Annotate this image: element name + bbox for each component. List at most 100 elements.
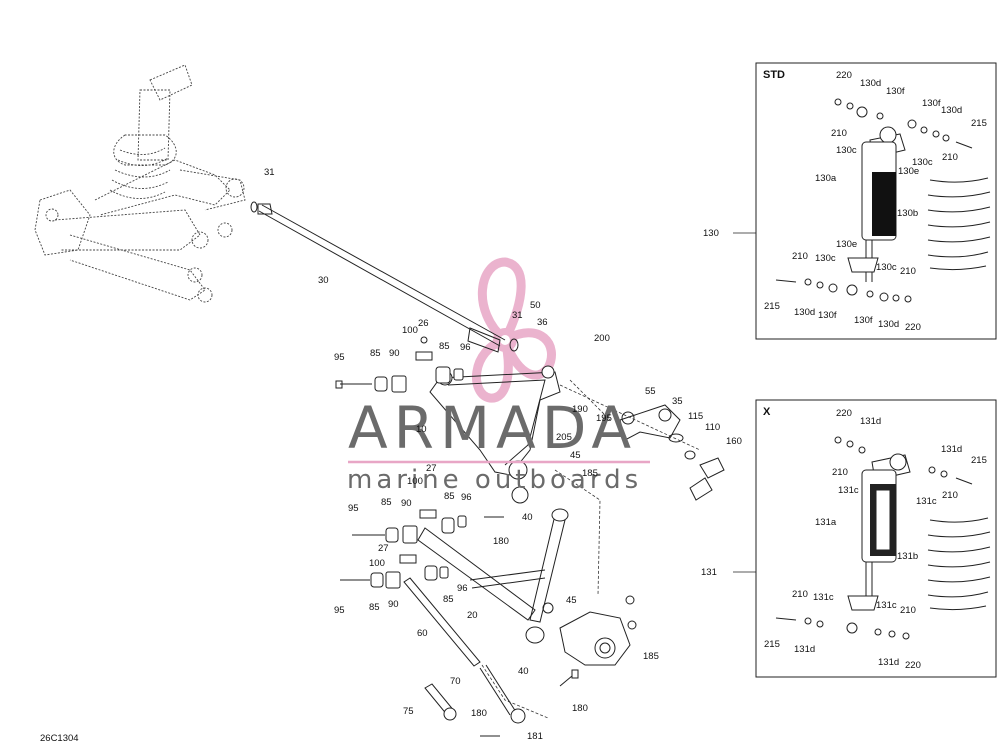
part-label: 75 (403, 706, 414, 717)
part-label: 130d (794, 307, 815, 318)
part-label: 180 (493, 536, 509, 547)
part-label: 130c (815, 253, 836, 264)
part-label: 130d (878, 319, 899, 330)
part-label: 130a (815, 173, 837, 184)
part-label: 131c (876, 600, 897, 611)
part-label: 85 (444, 491, 455, 502)
part-label: 130f (922, 98, 941, 109)
suspension-assembly-overview (34, 64, 246, 303)
part-label: 130e (836, 239, 857, 250)
part-label: 31 (512, 310, 523, 321)
part-label: 27 (426, 463, 437, 474)
part-label: 95 (334, 605, 345, 616)
part-label: 210 (900, 605, 916, 616)
part-label: 131c (916, 496, 937, 507)
part-label: 55 (645, 386, 656, 397)
part-label: 130c (876, 262, 897, 273)
part-label: 185 (643, 651, 659, 662)
part-label: 130c (912, 157, 933, 168)
part-label: 210 (942, 152, 958, 163)
part-label: 130f (818, 310, 837, 321)
stabilizer-link (424, 516, 579, 737)
part-label: 131d (860, 416, 881, 427)
knuckle-and-tierod (619, 404, 725, 501)
part-label: 35 (672, 396, 683, 407)
part-label: 96 (461, 492, 472, 503)
watermark-text: ARMADA marine outboards (347, 394, 650, 495)
part-label: 85 (381, 497, 392, 508)
part-label: 45 (570, 450, 581, 461)
part-label: 45 (566, 595, 577, 606)
part-label: 195 (596, 413, 612, 424)
x-box-title: X (763, 406, 771, 418)
part-label: 90 (389, 348, 400, 359)
part-label: 215 (971, 118, 987, 129)
part-label: 70 (450, 676, 461, 687)
part-label: 131c (838, 485, 859, 496)
part-label: 210 (831, 128, 847, 139)
x-box-ref: 131 (701, 567, 717, 578)
std-box-ref: 130 (703, 228, 719, 239)
std-shock-detail-box (733, 62, 997, 340)
drive-shaft-30 (250, 201, 519, 353)
part-label: 100 (407, 476, 423, 487)
part-label: 131d (941, 444, 962, 455)
part-label: 130b (897, 208, 918, 219)
part-label: 215 (764, 639, 780, 650)
part-label: 200 (594, 333, 610, 344)
part-label: 210 (792, 589, 808, 600)
part-label: 215 (764, 301, 780, 312)
part-label: 60 (417, 628, 428, 639)
part-label: 131c (813, 592, 834, 603)
part-label: 27 (378, 543, 389, 554)
part-label: 115 (688, 411, 703, 422)
part-label: 131d (794, 644, 815, 655)
part-label: 26 (418, 318, 429, 329)
part-label: 130c (836, 145, 857, 156)
part-label: 20 (467, 610, 478, 621)
x-shock-detail-box (733, 399, 997, 678)
part-label: 100 (402, 325, 418, 336)
lower-arms-20-60 (403, 486, 569, 667)
part-label: 10 (416, 424, 427, 435)
part-label: 95 (348, 503, 359, 514)
part-label: 210 (942, 490, 958, 501)
part-label: 50 (530, 300, 541, 311)
std-box-title: STD (763, 69, 785, 81)
part-label: 85 (443, 594, 454, 605)
part-label: 220 (905, 660, 921, 671)
part-label: 85 (369, 602, 380, 613)
part-label: 180 (572, 703, 588, 714)
part-label: 180 (471, 708, 487, 719)
watermark-propeller-logo (472, 257, 556, 403)
part-label: 210 (832, 467, 848, 478)
part-label: 95 (334, 352, 345, 363)
part-label: 160 (726, 436, 742, 447)
part-label: 90 (388, 599, 399, 610)
part-label: 220 (836, 408, 852, 419)
part-label: 85 (370, 348, 381, 359)
part-label: 210 (792, 251, 808, 262)
diagram-code: 26C1304 (40, 733, 79, 744)
part-label: 220 (905, 322, 921, 333)
part-label: 190 (572, 404, 588, 415)
part-label: 215 (971, 455, 987, 466)
part-label: 90 (401, 498, 412, 509)
wheel-hub-knuckle (542, 595, 637, 666)
part-label: 205 (556, 432, 572, 443)
watermark-tagline: marine outboards (347, 465, 642, 495)
watermark-brand: ARMADA (348, 394, 637, 462)
part-label: 130e (898, 166, 919, 177)
part-label: 31 (264, 167, 275, 178)
part-label: 36 (537, 317, 548, 328)
part-label: 100 (369, 558, 385, 569)
part-label: 220 (836, 70, 852, 81)
lower-pivot-hardware (340, 509, 467, 589)
part-label: 40 (518, 666, 529, 677)
part-label: 130f (854, 315, 873, 326)
assembly-guide-lines (481, 379, 701, 719)
part-label: 130d (860, 78, 881, 89)
